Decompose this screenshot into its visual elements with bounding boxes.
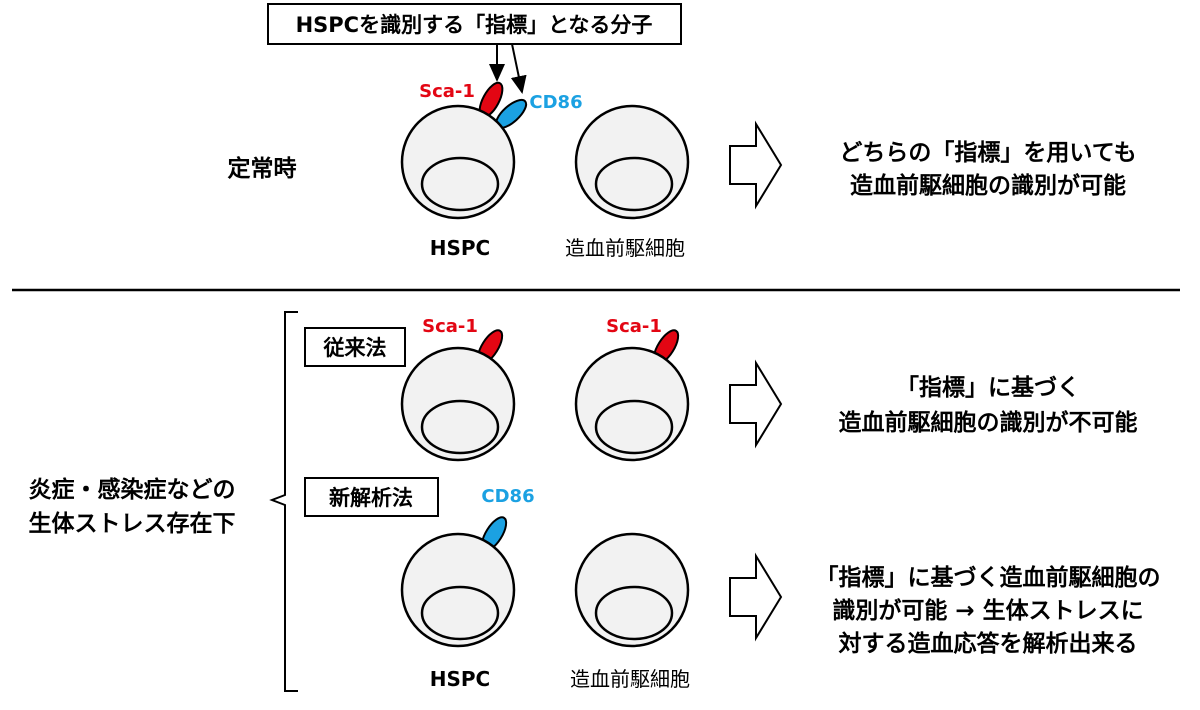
- new-method-box: [304, 477, 439, 517]
- block-arrow-conventional: [729, 359, 783, 449]
- marker-box-label: HSPCを識別する「指標」となる分子: [296, 13, 653, 37]
- arrow-to-cd86: [510, 43, 527, 94]
- hspc-label-top: HSPC: [430, 236, 490, 260]
- new-method-label: 新解析法: [329, 486, 413, 510]
- cell-nucleus: [420, 399, 500, 455]
- progenitor-cell-new: [574, 532, 690, 648]
- result-top-line2: 造血前駆細胞の識別が可能: [850, 172, 1126, 199]
- cell-nucleus: [594, 585, 674, 641]
- hspc-cell-new: [400, 516, 516, 648]
- sca1-label-conventional-hspc: Sca-1: [422, 316, 478, 337]
- cell-nucleus: [594, 156, 674, 212]
- conventional-method-label: 従来法: [323, 336, 387, 360]
- hspc-cell-top: [400, 81, 528, 220]
- result-new-line1: 「指標」に基づく造血前駆細胞の: [816, 564, 1161, 591]
- hspc-cell-conventional: [400, 329, 516, 462]
- hspc-label-bottom: HSPC: [430, 667, 490, 691]
- result-conventional-line2: 造血前駆細胞の識別が不可能: [839, 409, 1138, 436]
- progenitor-cell-top: [574, 104, 690, 220]
- curly-brace: [269, 311, 298, 692]
- progenitor-label-bottom: 造血前駆細胞: [570, 667, 690, 691]
- cd86-label-new: CD86: [481, 486, 534, 507]
- result-top-line1: どちらの「指標」を用いても: [839, 140, 1136, 166]
- top-section: HSPCを識別する「指標」となる分子 定常時 Sca-1 CD86 HSPC 造…: [228, 3, 1137, 260]
- cd86-label-top: CD86: [529, 92, 582, 113]
- result-new-line2: 識別が可能 → 生体ストレスに: [832, 597, 1143, 624]
- sca1-label-top: Sca-1: [419, 81, 475, 102]
- cell-nucleus: [420, 156, 500, 212]
- cell-nucleus: [420, 585, 500, 641]
- marker-box: [267, 3, 682, 45]
- cell-nucleus: [594, 399, 674, 455]
- condition-stress-line1: 炎症・感染症などの: [29, 476, 236, 503]
- progenitor-label-top: 造血前駆細胞: [565, 236, 685, 260]
- result-new-line3: 対する造血応答を解析出来る: [839, 630, 1138, 657]
- condition-steady-state: 定常時: [228, 155, 297, 182]
- condition-stress-line2: 生体ストレス存在下: [29, 510, 236, 537]
- conventional-method-box: [304, 327, 406, 367]
- bottom-section: 炎症・感染症などの 生体ストレス存在下 従来法 Sca-1 Sca-1 「指標」…: [29, 311, 1161, 692]
- sca1-label-conventional-progenitor: Sca-1: [606, 316, 662, 337]
- progenitor-cell-conventional: [574, 329, 690, 462]
- block-arrow-top: [729, 120, 783, 210]
- result-conventional-line1: 「指標」に基づく: [896, 375, 1080, 401]
- block-arrow-new: [729, 552, 783, 642]
